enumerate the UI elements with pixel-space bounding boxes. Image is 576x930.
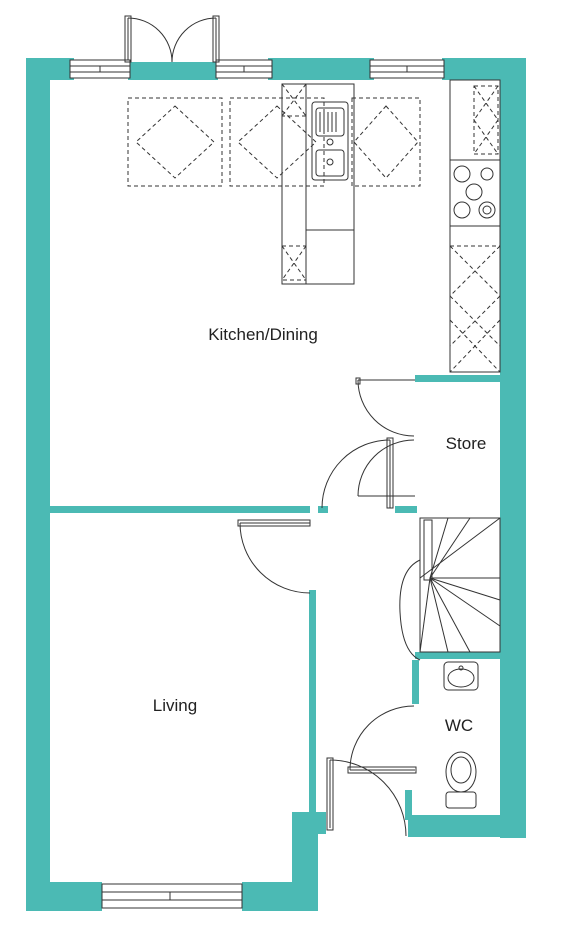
room-label-store: Store [445, 434, 487, 453]
window-top-right [369, 59, 445, 79]
windows [69, 59, 445, 909]
doors [124, 15, 417, 837]
window-top-left [69, 59, 131, 79]
store-door [355, 377, 415, 497]
staircase [399, 517, 501, 661]
wc-fixtures [443, 661, 479, 809]
kitchen-island [281, 83, 355, 285]
exterior-walls [26, 58, 526, 911]
window-top-middle [215, 59, 273, 79]
wc-door [347, 705, 417, 774]
window-bottom-living [101, 883, 243, 909]
interior-walls [50, 375, 500, 820]
toilet [445, 751, 477, 809]
kitchen-hall-door [321, 437, 394, 509]
dining-table-dashed [127, 97, 421, 187]
french-doors [124, 15, 220, 63]
living-door [237, 519, 311, 594]
front-door [326, 757, 407, 837]
wash-basin [443, 661, 479, 691]
room-label-kitchen-dining: Kitchen/Dining [208, 325, 318, 344]
room-label-living: Living [152, 696, 198, 715]
room-label-wc: WC [444, 716, 474, 735]
kitchen-units [449, 79, 501, 373]
